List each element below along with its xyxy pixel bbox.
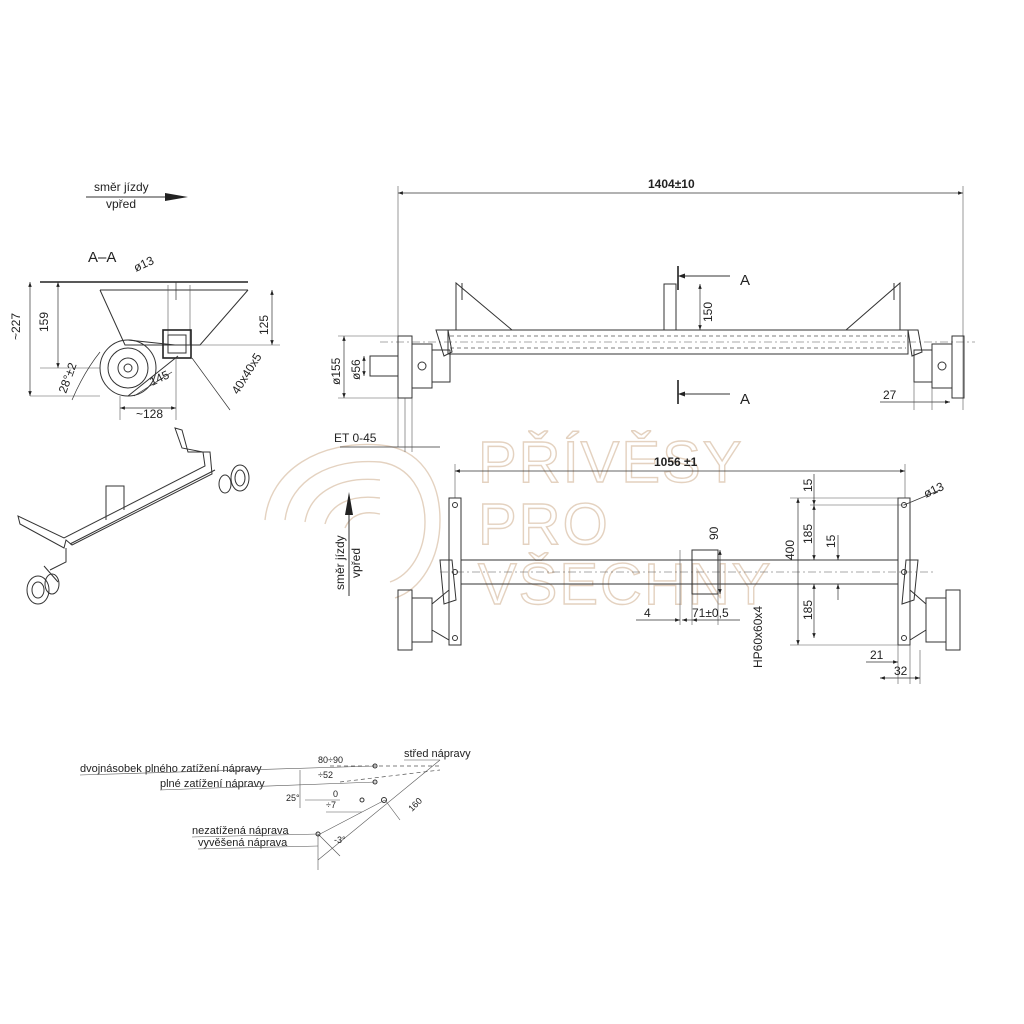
load-angle-25: 25° xyxy=(286,793,300,803)
load-value-0: 0 xyxy=(333,789,338,799)
load-value-80-90: 80÷90 xyxy=(318,755,343,765)
front-view: 1404±10 150 A A xyxy=(329,177,975,452)
direction-label-line1-bottom: směr jízdy xyxy=(333,535,347,590)
direction-label-line1: směr jízdy xyxy=(94,180,149,194)
top-dim-185b: 185 xyxy=(801,600,815,620)
load-unloaded-label: nezatížená náprava xyxy=(192,825,290,837)
direction-indicator-bottom: směr jízdy vpřed xyxy=(333,492,363,596)
top-dim-15a: 15 xyxy=(801,478,815,492)
watermark-line-2: PRO xyxy=(478,492,610,557)
arrow-right-icon xyxy=(165,193,188,201)
watermark-line-1: PŘÍVĚSY xyxy=(478,430,743,495)
section-height-227: ~227 xyxy=(9,313,23,340)
arrow-up-icon xyxy=(345,492,353,515)
front-bore-diameter: ø56 xyxy=(349,359,363,380)
section-mark-top: A xyxy=(740,272,750,289)
top-dim-32: 32 xyxy=(894,664,908,678)
front-width-dimension: 1404±10 xyxy=(648,177,695,191)
load-value-7: ÷7 xyxy=(326,800,336,810)
load-suspended-label: vyvěšená náprava xyxy=(198,837,288,849)
top-hole-diameter: ø13 xyxy=(921,479,946,501)
top-width-dimension: 1056 ±1 xyxy=(654,455,698,469)
front-dim-27: 27 xyxy=(883,388,897,402)
top-dim-400: 400 xyxy=(783,540,797,560)
section-aa-view: A–A ø13 ~227 159 125 28°±2 145 xyxy=(9,249,280,421)
top-dim-185a: 185 xyxy=(801,524,815,544)
top-dim-71: 71±0,5 xyxy=(692,606,729,620)
section-height-159: 159 xyxy=(37,312,51,332)
section-width-128: ~128 xyxy=(136,407,163,421)
section-mark-bottom: A xyxy=(740,391,750,408)
section-angle: 28°±2 xyxy=(56,360,80,395)
isometric-view xyxy=(17,427,250,605)
top-dim-4: 4 xyxy=(644,606,651,620)
front-bracket-height: 150 xyxy=(701,302,715,322)
load-radius-160: 160 xyxy=(406,796,424,814)
direction-indicator-top: směr jízdy vpřed xyxy=(86,180,188,211)
section-height-125: 125 xyxy=(257,315,271,335)
load-value-52: ÷52 xyxy=(318,770,333,780)
section-title: A–A xyxy=(88,249,116,266)
front-flange-diameter: ø155 xyxy=(329,357,343,385)
load-diagram: dvojnásobek plného zatížení nápravy plné… xyxy=(79,748,471,870)
watermark-logo-icon xyxy=(264,443,441,599)
front-et-offset: ET 0-45 xyxy=(334,431,377,445)
top-dim-15b: 15 xyxy=(824,534,838,548)
section-profile: 40x40x5 xyxy=(229,350,265,396)
load-angle-minus3: -3° xyxy=(334,835,346,845)
direction-label-line2: vpřed xyxy=(106,197,136,211)
section-hole-diameter: ø13 xyxy=(131,253,156,275)
top-dim-21: 21 xyxy=(870,648,884,662)
direction-label-line2-bottom: vpřed xyxy=(349,548,363,578)
load-axle-center-label: střed nápravy xyxy=(404,748,471,760)
top-profile: HP60x60x4 xyxy=(751,606,765,668)
top-dim-90: 90 xyxy=(707,526,721,540)
top-view: 1056 ±1 15 185 xyxy=(397,455,961,684)
load-double-label: dvojnásobek plného zatížení nápravy xyxy=(80,763,262,775)
